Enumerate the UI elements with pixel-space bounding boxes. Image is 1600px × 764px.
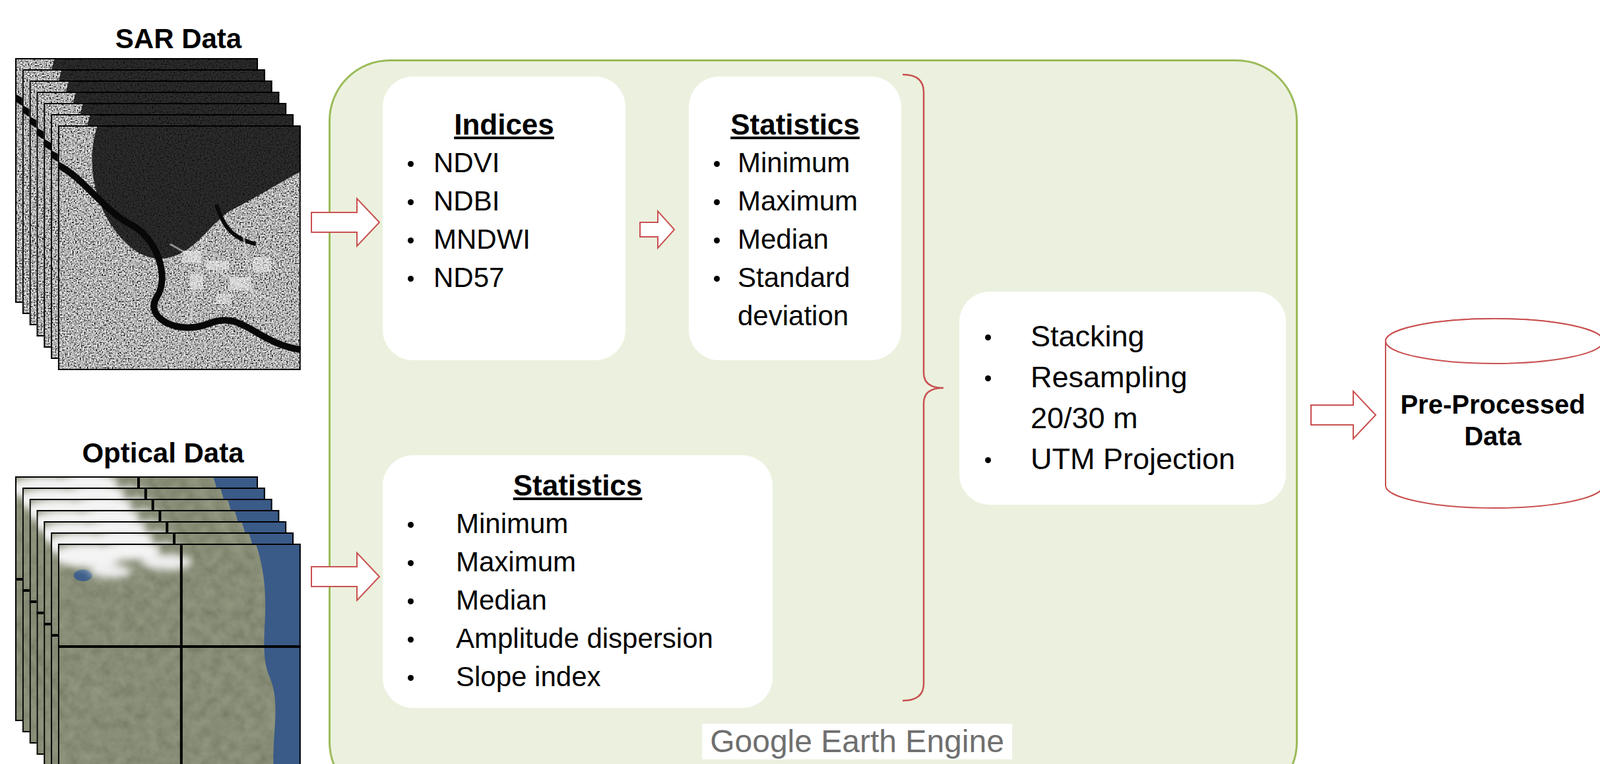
text-row: Median xyxy=(455,581,760,620)
list-item-text: Resampling 20/30 m xyxy=(1030,360,1188,435)
decoration xyxy=(58,125,301,371)
cylinder-top xyxy=(1385,318,1600,364)
text-row: Maximum xyxy=(455,543,760,582)
bullet-dot xyxy=(713,275,720,282)
text-row: NDVI xyxy=(433,143,613,183)
bullet-dot xyxy=(713,160,720,167)
title-text: Pre-Processed Data xyxy=(1400,389,1585,451)
list-item-text: NDVI xyxy=(433,147,500,179)
list-item-text: ND57 xyxy=(433,261,505,293)
decoration xyxy=(58,544,301,764)
list-item-text: NDBI xyxy=(433,185,500,217)
bullet-dot xyxy=(407,199,414,206)
list-item-text: Minimum xyxy=(455,508,569,540)
bullet-dot xyxy=(713,199,720,206)
bullet-dot xyxy=(407,598,414,605)
decoration xyxy=(58,126,301,370)
heading-text: Statistics xyxy=(730,108,860,141)
text-row: Optical Data xyxy=(15,436,301,470)
database-cylinder: Pre-Processed Data xyxy=(1385,318,1600,509)
image-stack: SAR Data xyxy=(15,22,301,373)
text-row: Pre-Processed Data xyxy=(1390,388,1595,452)
text-row: MNDWI xyxy=(433,220,613,259)
text-row: Statistics xyxy=(688,105,902,144)
list-item-text: Median xyxy=(737,223,829,255)
text-row: Amplitude dispersion xyxy=(455,619,760,658)
platform-logo-text: Google Earth Engine xyxy=(702,723,1013,760)
text-row: Indices xyxy=(382,105,626,144)
bullet-dot xyxy=(407,275,414,282)
text-row: Minimum xyxy=(455,504,760,544)
text-row: Maximum xyxy=(737,182,889,221)
text-row: ND57 xyxy=(433,258,613,297)
image-stack: Optical Data xyxy=(15,436,301,764)
process-box: StatisticsMinimumMaximumMedianStandard d… xyxy=(688,76,902,361)
bullet-dot xyxy=(985,457,992,464)
text-row: Stacking xyxy=(1030,316,1255,357)
text-row: Google Earth Engine xyxy=(702,723,1013,760)
bullet-dot xyxy=(985,334,992,341)
process-box: StackingResampling 20/30 m UTM Projection xyxy=(959,291,1286,505)
text-row: NDBI xyxy=(433,182,613,221)
heading-text: Statistics xyxy=(513,469,643,502)
platform-region: IndicesNDVINDBIMNDWIND57StatisticsMinimu… xyxy=(328,59,1298,764)
block-arrow xyxy=(1311,391,1376,439)
text-row: SAR Data xyxy=(15,22,301,56)
bullet-dot xyxy=(407,237,414,244)
sar-image-stack xyxy=(15,58,301,371)
text-row: Minimum xyxy=(737,143,889,183)
title-text: Optical Data xyxy=(81,437,244,469)
text-row: Median xyxy=(737,220,889,259)
list-item-text: Maximum xyxy=(455,546,576,578)
text-row: Standard deviation xyxy=(737,258,889,336)
bullet-dot xyxy=(407,521,414,528)
bullet-dot xyxy=(713,237,720,244)
list-item-text: Amplitude dispersion xyxy=(455,622,714,654)
list-item-text: UTM Projection xyxy=(1030,442,1236,476)
title-text: SAR Data xyxy=(115,23,242,55)
decoration xyxy=(58,125,301,371)
list-item-text: Standard deviation xyxy=(737,261,850,332)
text-row: Slope index xyxy=(455,657,760,697)
bullet-dot xyxy=(407,160,414,167)
list-item-text: Maximum xyxy=(737,185,858,217)
list-item-text: Minimum xyxy=(737,147,850,179)
list-item-text: MNDWI xyxy=(433,223,531,255)
list-item-text: Slope index xyxy=(455,661,602,693)
decoration xyxy=(51,540,301,764)
optical-image-stack xyxy=(8,473,301,764)
heading-text: Indices xyxy=(453,108,555,141)
process-box: IndicesNDVI NDBI MNDWI ND57 xyxy=(382,76,626,361)
list-item-text: Median xyxy=(455,584,547,616)
process-box: StatisticsMinimumMaximumMedianAmplitude … xyxy=(382,455,773,708)
list-item-text: Stacking xyxy=(1030,319,1145,353)
decoration xyxy=(51,540,301,764)
bullet-dot xyxy=(407,674,414,681)
bullet-dot xyxy=(985,375,992,382)
cylinder-body xyxy=(1385,318,1600,509)
text-row: Statistics xyxy=(382,466,773,505)
bullet-dot xyxy=(407,636,414,643)
text-row: UTM Projection xyxy=(1030,438,1255,480)
bullet-dot xyxy=(407,560,414,567)
text-row: Resampling 20/30 m xyxy=(1030,356,1255,439)
